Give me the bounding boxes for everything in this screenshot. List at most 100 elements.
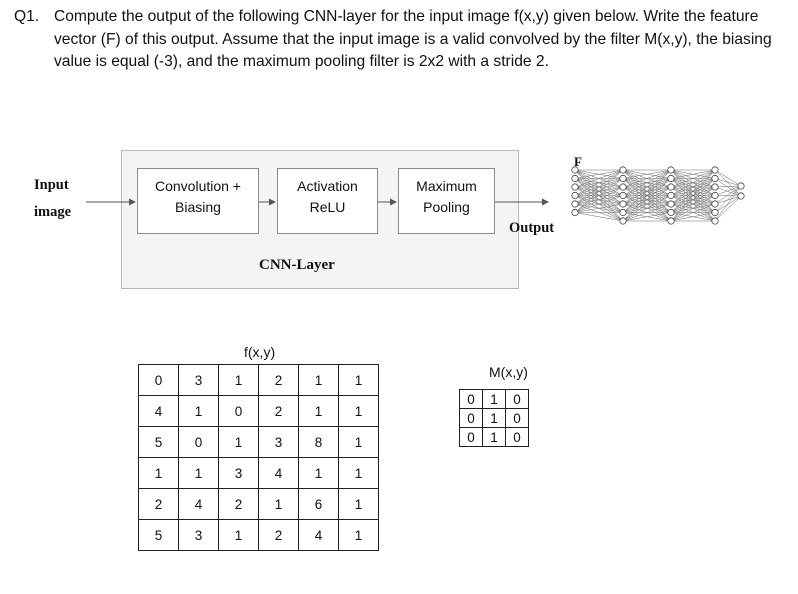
fxy-cell: 4 bbox=[138, 395, 179, 427]
fxy-cell: 1 bbox=[338, 426, 379, 458]
nn-node bbox=[619, 183, 627, 191]
nn-node bbox=[711, 174, 719, 183]
nn-node bbox=[711, 166, 719, 174]
nn-node bbox=[571, 174, 579, 183]
fxy-cell: 1 bbox=[258, 488, 299, 520]
mxy-cell: 0 bbox=[505, 389, 529, 409]
nn-connection bbox=[670, 169, 716, 179]
nn-connection bbox=[714, 195, 742, 197]
fxy-cell: 0 bbox=[218, 395, 259, 427]
nn-connection bbox=[714, 185, 742, 196]
nn-node bbox=[737, 192, 745, 200]
fxy-cell: 3 bbox=[258, 426, 299, 458]
fxy-cell: 3 bbox=[178, 364, 219, 396]
nn-node bbox=[667, 217, 675, 225]
nn-connection bbox=[714, 195, 742, 222]
nn-node bbox=[667, 200, 675, 208]
pooling-stage: Maximum Pooling bbox=[398, 168, 495, 234]
nn-connection bbox=[670, 203, 716, 222]
cnn-diagram: Input image Convolution + Biasing Activa… bbox=[0, 140, 798, 300]
nn-connection bbox=[622, 195, 672, 222]
mxy-cell: 0 bbox=[459, 408, 483, 428]
fxy-cell: 1 bbox=[298, 364, 339, 396]
nn-node bbox=[667, 166, 675, 174]
nn-connection bbox=[670, 169, 716, 222]
nn-connection bbox=[574, 178, 624, 213]
activation-line1: Activation bbox=[297, 178, 358, 194]
nn-node bbox=[571, 183, 579, 191]
nn-connection bbox=[574, 169, 624, 179]
fxy-cell: 4 bbox=[258, 457, 299, 489]
question-text: Compute the output of the following CNN-… bbox=[54, 8, 772, 70]
nn-connection bbox=[622, 212, 672, 222]
diagram-arrows bbox=[86, 198, 549, 206]
pooling-line2: Pooling bbox=[423, 199, 470, 215]
nn-connection bbox=[622, 178, 672, 222]
fxy-cell: 1 bbox=[298, 395, 339, 427]
fxy-cell: 3 bbox=[178, 519, 219, 551]
fxy-cell: 1 bbox=[178, 457, 219, 489]
fxy-cell: 2 bbox=[138, 488, 179, 520]
nn-node bbox=[571, 200, 579, 208]
nn-connection bbox=[714, 186, 742, 197]
nn-node bbox=[667, 191, 675, 200]
mxy-cell: 0 bbox=[505, 408, 529, 428]
nn-connection bbox=[574, 186, 624, 213]
nn-connection bbox=[714, 185, 742, 205]
fxy-cell: 1 bbox=[138, 457, 179, 489]
mxy-cell: 1 bbox=[482, 427, 506, 447]
nn-node bbox=[571, 208, 579, 217]
feature-vector-label: F bbox=[574, 154, 582, 169]
nn-node bbox=[619, 200, 627, 208]
nn-node bbox=[711, 208, 719, 217]
nn-connection bbox=[574, 195, 624, 213]
nn-node bbox=[737, 182, 745, 190]
nn-connection bbox=[622, 169, 672, 179]
cnn-layer-label: CNN-Layer bbox=[259, 257, 335, 273]
nn-node bbox=[667, 174, 675, 183]
fxy-title: f(x,y) bbox=[244, 344, 276, 360]
fxy-cell: 1 bbox=[218, 364, 259, 396]
nn-connection bbox=[714, 185, 742, 213]
mxy-title: M(x,y) bbox=[489, 364, 528, 380]
nn-node bbox=[667, 208, 675, 217]
nn-connection bbox=[670, 178, 716, 222]
nn-connection bbox=[670, 186, 716, 222]
fxy-cell: 1 bbox=[178, 395, 219, 427]
mxy-cell: 0 bbox=[505, 427, 529, 447]
nn-connection bbox=[714, 169, 742, 197]
nn-node bbox=[667, 183, 675, 191]
nn-connection bbox=[714, 185, 742, 188]
fxy-cell: 0 bbox=[178, 426, 219, 458]
fxy-cell: 2 bbox=[258, 519, 299, 551]
convolution-stage: Convolution + Biasing bbox=[137, 168, 259, 234]
mxy-cell: 0 bbox=[459, 427, 483, 447]
convolution-line2: Biasing bbox=[175, 199, 221, 215]
nn-connection bbox=[714, 195, 742, 213]
nn-node bbox=[711, 183, 719, 191]
fxy-cell: 4 bbox=[178, 488, 219, 520]
nn-connection bbox=[714, 178, 742, 187]
nn-connection bbox=[670, 212, 716, 222]
input-label-line2: image bbox=[34, 204, 72, 220]
mxy-cell: 0 bbox=[459, 389, 483, 409]
fxy-cell: 1 bbox=[338, 519, 379, 551]
nn-connection bbox=[574, 212, 624, 222]
fxy-cell: 1 bbox=[218, 426, 259, 458]
fxy-cell: 1 bbox=[218, 519, 259, 551]
nn-node bbox=[711, 200, 719, 208]
nn-connection bbox=[574, 169, 624, 196]
nn-node bbox=[619, 166, 627, 174]
output-label: Output bbox=[509, 220, 555, 236]
mxy-cell: 1 bbox=[482, 408, 506, 428]
nn-node bbox=[619, 208, 627, 217]
nn-connection bbox=[670, 169, 716, 188]
nn-connection bbox=[622, 203, 672, 222]
